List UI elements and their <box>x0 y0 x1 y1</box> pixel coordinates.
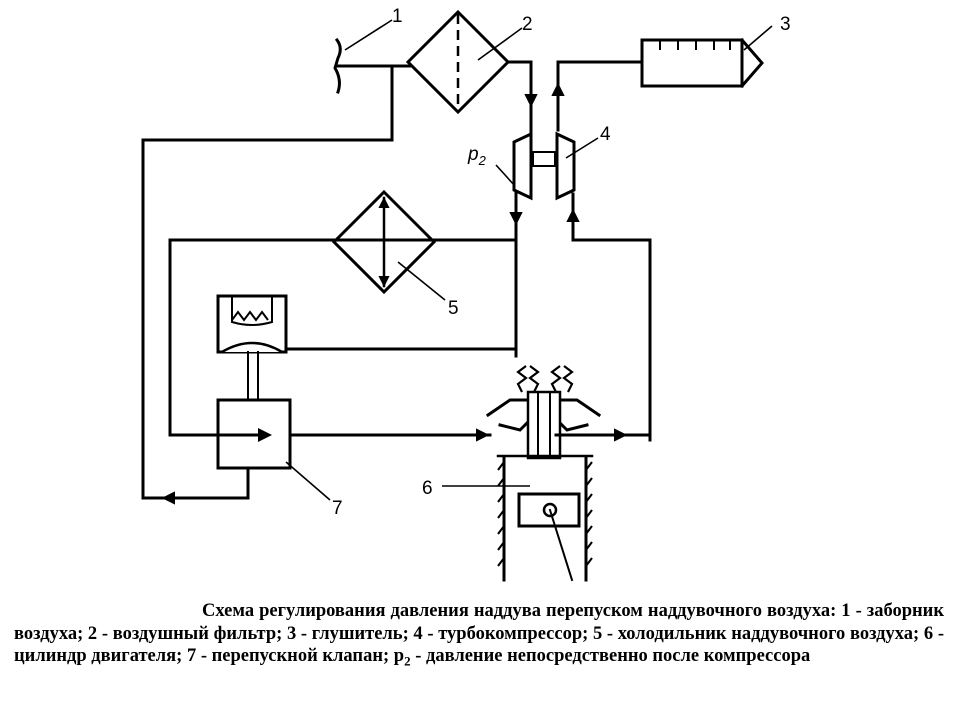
charge-air-cooler <box>331 189 437 295</box>
muffler <box>640 37 764 89</box>
air-intake <box>333 37 412 94</box>
bypass-return-pipe <box>141 64 394 505</box>
label-4: 4 <box>600 124 611 145</box>
label-5: 5 <box>448 298 459 319</box>
leader-lines <box>285 19 773 501</box>
schematic-svg: 1 2 3 4 p2 5 6 7 <box>141 6 791 582</box>
label-p2: p2 <box>467 144 487 168</box>
exhaust-to-turbine-pipe <box>566 192 652 442</box>
label-2: 2 <box>522 14 533 35</box>
engine-cylinder <box>485 365 652 582</box>
turbocompressor <box>512 131 576 201</box>
figure-caption: Схема регулирования давления наддува пер… <box>14 600 944 673</box>
label-7: 7 <box>332 498 343 519</box>
turbine-to-muffler-pipe <box>551 60 644 132</box>
air-filter <box>405 9 511 115</box>
filter-to-compressor-pipe <box>506 60 538 140</box>
label-3: 3 <box>780 14 791 35</box>
bypass-valve-actuator <box>216 294 518 401</box>
charge-air-pipe <box>168 238 518 442</box>
label-1: 1 <box>392 6 403 27</box>
caption-subscript: 2 <box>404 653 411 669</box>
bypass-valve <box>170 398 292 470</box>
caption-text: Схема регулирования давления наддува пер… <box>14 601 944 666</box>
label-6: 6 <box>422 478 433 499</box>
caption-tail: - давление непосредственно после компрес… <box>410 646 811 666</box>
